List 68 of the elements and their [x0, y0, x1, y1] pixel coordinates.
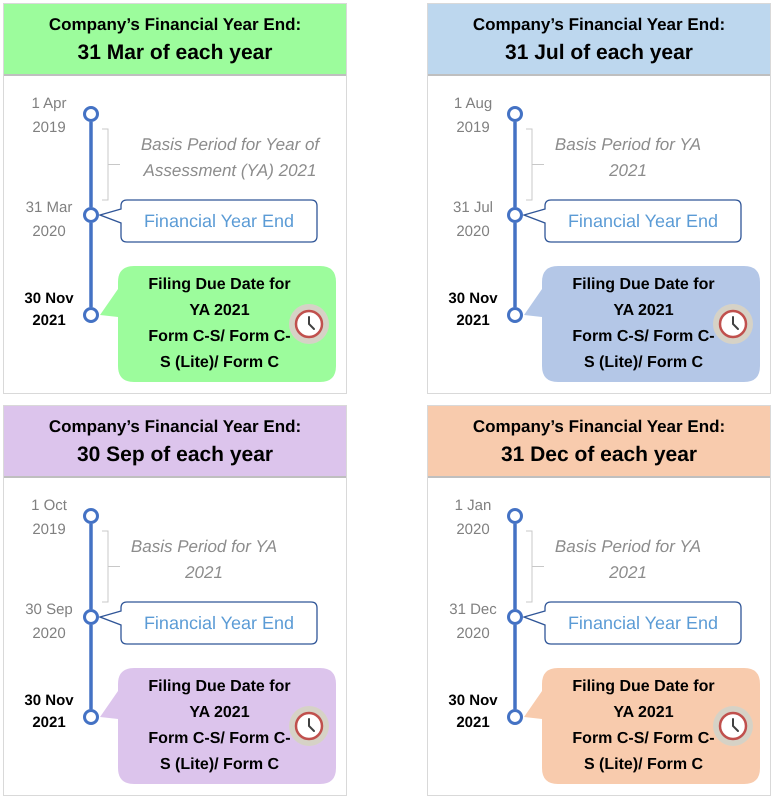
- date-label: 1 Jan 2020: [454, 496, 492, 540]
- callout-box: [523, 601, 743, 645]
- callout-box: [523, 199, 743, 243]
- timeline-line: [89, 122, 93, 207]
- timeline-line: [89, 625, 93, 709]
- timeline-node: [507, 508, 523, 524]
- due-date-callout: [99, 668, 336, 784]
- timeline-line: [513, 524, 517, 609]
- panel-card: [427, 3, 771, 394]
- due-date-callout: [523, 266, 760, 382]
- header-subtitle: 31 Jul of each year: [505, 40, 693, 66]
- period-note: Basis Period for YA 2021: [554, 134, 702, 182]
- date-label: 30 Nov 2021: [447, 289, 499, 331]
- callout-text: Financial Year End: [568, 210, 718, 232]
- due-date-text: Form C-S/ Form C-S (Lite)/ Form C: [147, 729, 292, 775]
- date-label: 31 Mar 2020: [24, 198, 74, 242]
- due-date-text: Form C-S/ Form C-S (Lite)/ Form C: [571, 327, 716, 373]
- period-note: Basis Period for YA 2021: [554, 536, 702, 584]
- panel-card: [3, 405, 347, 796]
- timeline-line: [513, 122, 517, 207]
- date-label: 30 Nov 2021: [447, 691, 499, 733]
- header-title: Company’s Financial Year End:: [48, 416, 302, 438]
- header-subtitle: 30 Sep of each year: [76, 442, 274, 468]
- header-subtitle: 31 Mar of each year: [78, 40, 272, 66]
- due-date-text: Filing Due Date for YA 2021: [147, 677, 292, 723]
- timeline-node: [507, 609, 523, 625]
- date-label: 1 Apr 2019: [30, 94, 68, 138]
- due-date-text: Form C-S/ Form C-S (Lite)/ Form C: [147, 327, 292, 373]
- panel-card: [3, 3, 347, 394]
- callout-text: Financial Year End: [144, 612, 294, 634]
- timeline-line: [89, 223, 93, 307]
- callout-box: [99, 199, 319, 243]
- date-label: 31 Dec 2020: [448, 600, 498, 644]
- date-label: 31 Jul 2020: [452, 198, 494, 242]
- due-date-text: Filing Due Date for YA 2021: [147, 275, 292, 321]
- date-label: 30 Nov 2021: [23, 691, 75, 733]
- callout-box: [99, 601, 319, 645]
- date-label: 1 Oct 2019: [30, 496, 68, 540]
- timeline-node: [83, 609, 99, 625]
- date-label: 30 Nov 2021: [23, 289, 75, 331]
- header-subtitle: 31 Dec of each year: [500, 442, 698, 468]
- timeline-node: [507, 207, 523, 223]
- timeline-node: [507, 709, 523, 725]
- timeline-node: [83, 709, 99, 725]
- timeline-node: [83, 207, 99, 223]
- period-note: Basis Period for Year of Assessment (YA) 2021: [140, 134, 322, 182]
- due-date-text: Form C-S/ Form C-S (Lite)/ Form C: [571, 729, 716, 775]
- date-label: 1 Aug 2019: [452, 94, 494, 138]
- header-title: Company’s Financial Year End:: [472, 14, 726, 36]
- timeline-line: [513, 223, 517, 307]
- callout-text: Financial Year End: [144, 210, 294, 232]
- timeline-line: [89, 524, 93, 609]
- due-date-callout: [99, 266, 336, 382]
- timeline-node: [83, 307, 99, 323]
- timeline-node: [507, 307, 523, 323]
- timeline-node: [83, 106, 99, 122]
- period-note: Basis Period for YA 2021: [130, 536, 278, 584]
- header-title: Company’s Financial Year End:: [472, 416, 726, 438]
- panel-card: [427, 405, 771, 796]
- due-date-callout: [523, 668, 760, 784]
- timeline-node: [507, 106, 523, 122]
- due-date-text: Filing Due Date for YA 2021: [571, 677, 716, 723]
- header-title: Company’s Financial Year End:: [48, 14, 302, 36]
- timeline-node: [83, 508, 99, 524]
- due-date-text: Filing Due Date for YA 2021: [571, 275, 716, 321]
- date-label: 30 Sep 2020: [24, 600, 74, 644]
- timeline-line: [513, 625, 517, 709]
- callout-text: Financial Year End: [568, 612, 718, 634]
